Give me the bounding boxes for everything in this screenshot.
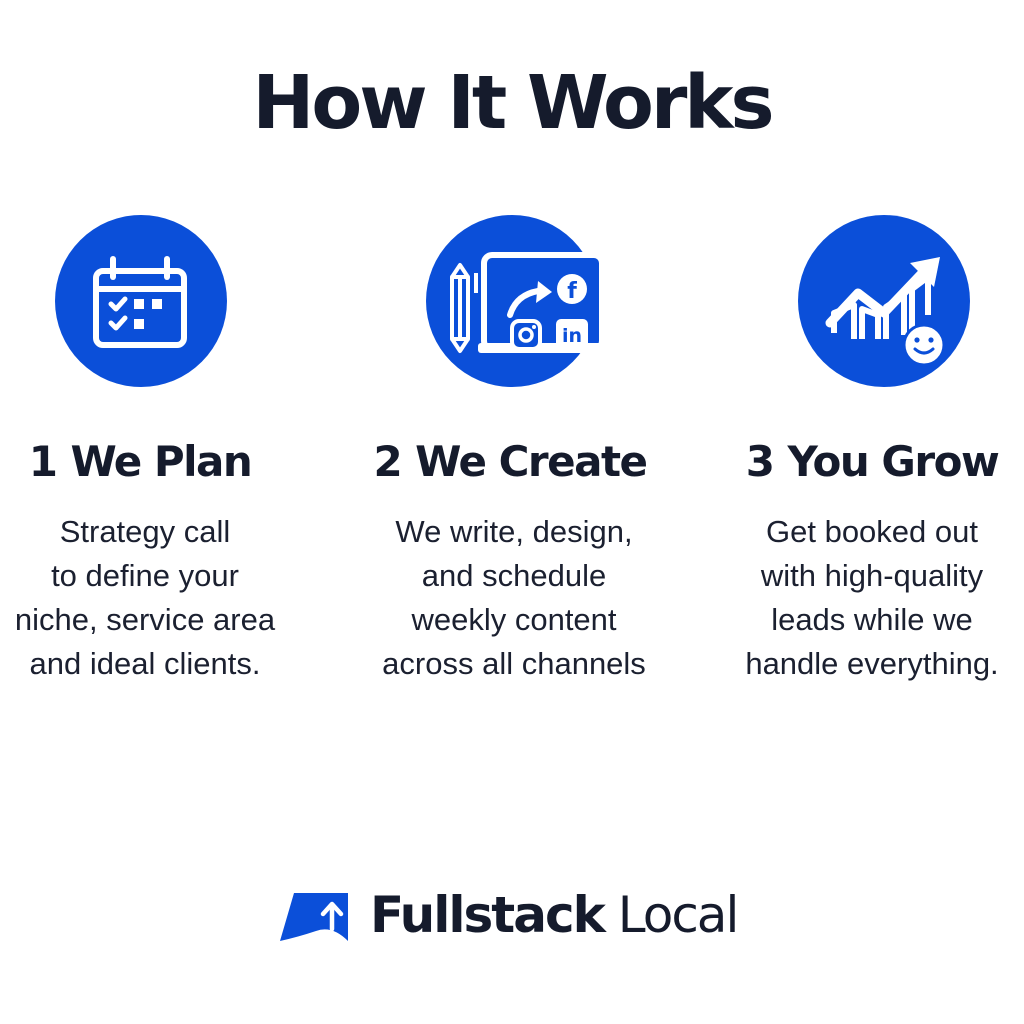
page-title: How It Works: [252, 60, 774, 146]
brand-logo: Fullstack Local: [280, 880, 740, 950]
step-3-description: Get booked out with high-quality leads w…: [712, 510, 1024, 686]
step-2-title: We Create: [415, 437, 648, 486]
step-2-description-line: across all channels: [382, 646, 646, 681]
step-3-description-line: leads while we: [771, 602, 973, 637]
step-1-title: We Plan: [70, 437, 252, 486]
step-3-number: 3: [745, 437, 775, 486]
step-1-number: 1: [28, 437, 58, 486]
svg-text:f: f: [567, 279, 577, 304]
step-2-description: We write, design, and schedule weekly co…: [354, 510, 674, 686]
step-2-description-line: weekly content: [411, 602, 617, 637]
step-3-description-line: handle everything.: [745, 646, 999, 681]
social-media-content-icon: f in: [450, 252, 610, 353]
brand-name-bold: Fullstack: [370, 886, 606, 944]
flag-arrow-icon: [280, 893, 348, 941]
step-2-heading: 2 We Create: [350, 436, 670, 488]
step-1-description-line: and ideal clients.: [29, 646, 261, 681]
svg-text:in: in: [562, 325, 582, 347]
step-3-description-line: Get booked out: [766, 514, 978, 549]
step-2-number: 2: [373, 437, 402, 486]
brand-name-regular: Local: [617, 886, 740, 944]
step-3-icon-circle: [798, 215, 970, 387]
step-2-description-line: We write, design,: [395, 514, 633, 549]
step-1-icon-circle: [55, 215, 227, 387]
step-1-description-line: to define your: [51, 558, 239, 593]
step-1-description-line: Strategy call: [59, 514, 231, 549]
step-2-description-line: and schedule: [421, 558, 607, 593]
step-3-title: You Grow: [787, 437, 999, 486]
growth-chart-smiley-icon: [825, 257, 946, 367]
step-2-icon-circle: f in: [426, 215, 610, 387]
brand-name: Fullstack Local: [370, 886, 740, 944]
calendar-checklist-icon: [93, 256, 187, 348]
step-1-description-line: niche, service area: [14, 602, 276, 637]
step-1-description: Strategy call to define your niche, serv…: [0, 510, 305, 686]
step-3-description-line: with high-quality: [760, 558, 984, 593]
